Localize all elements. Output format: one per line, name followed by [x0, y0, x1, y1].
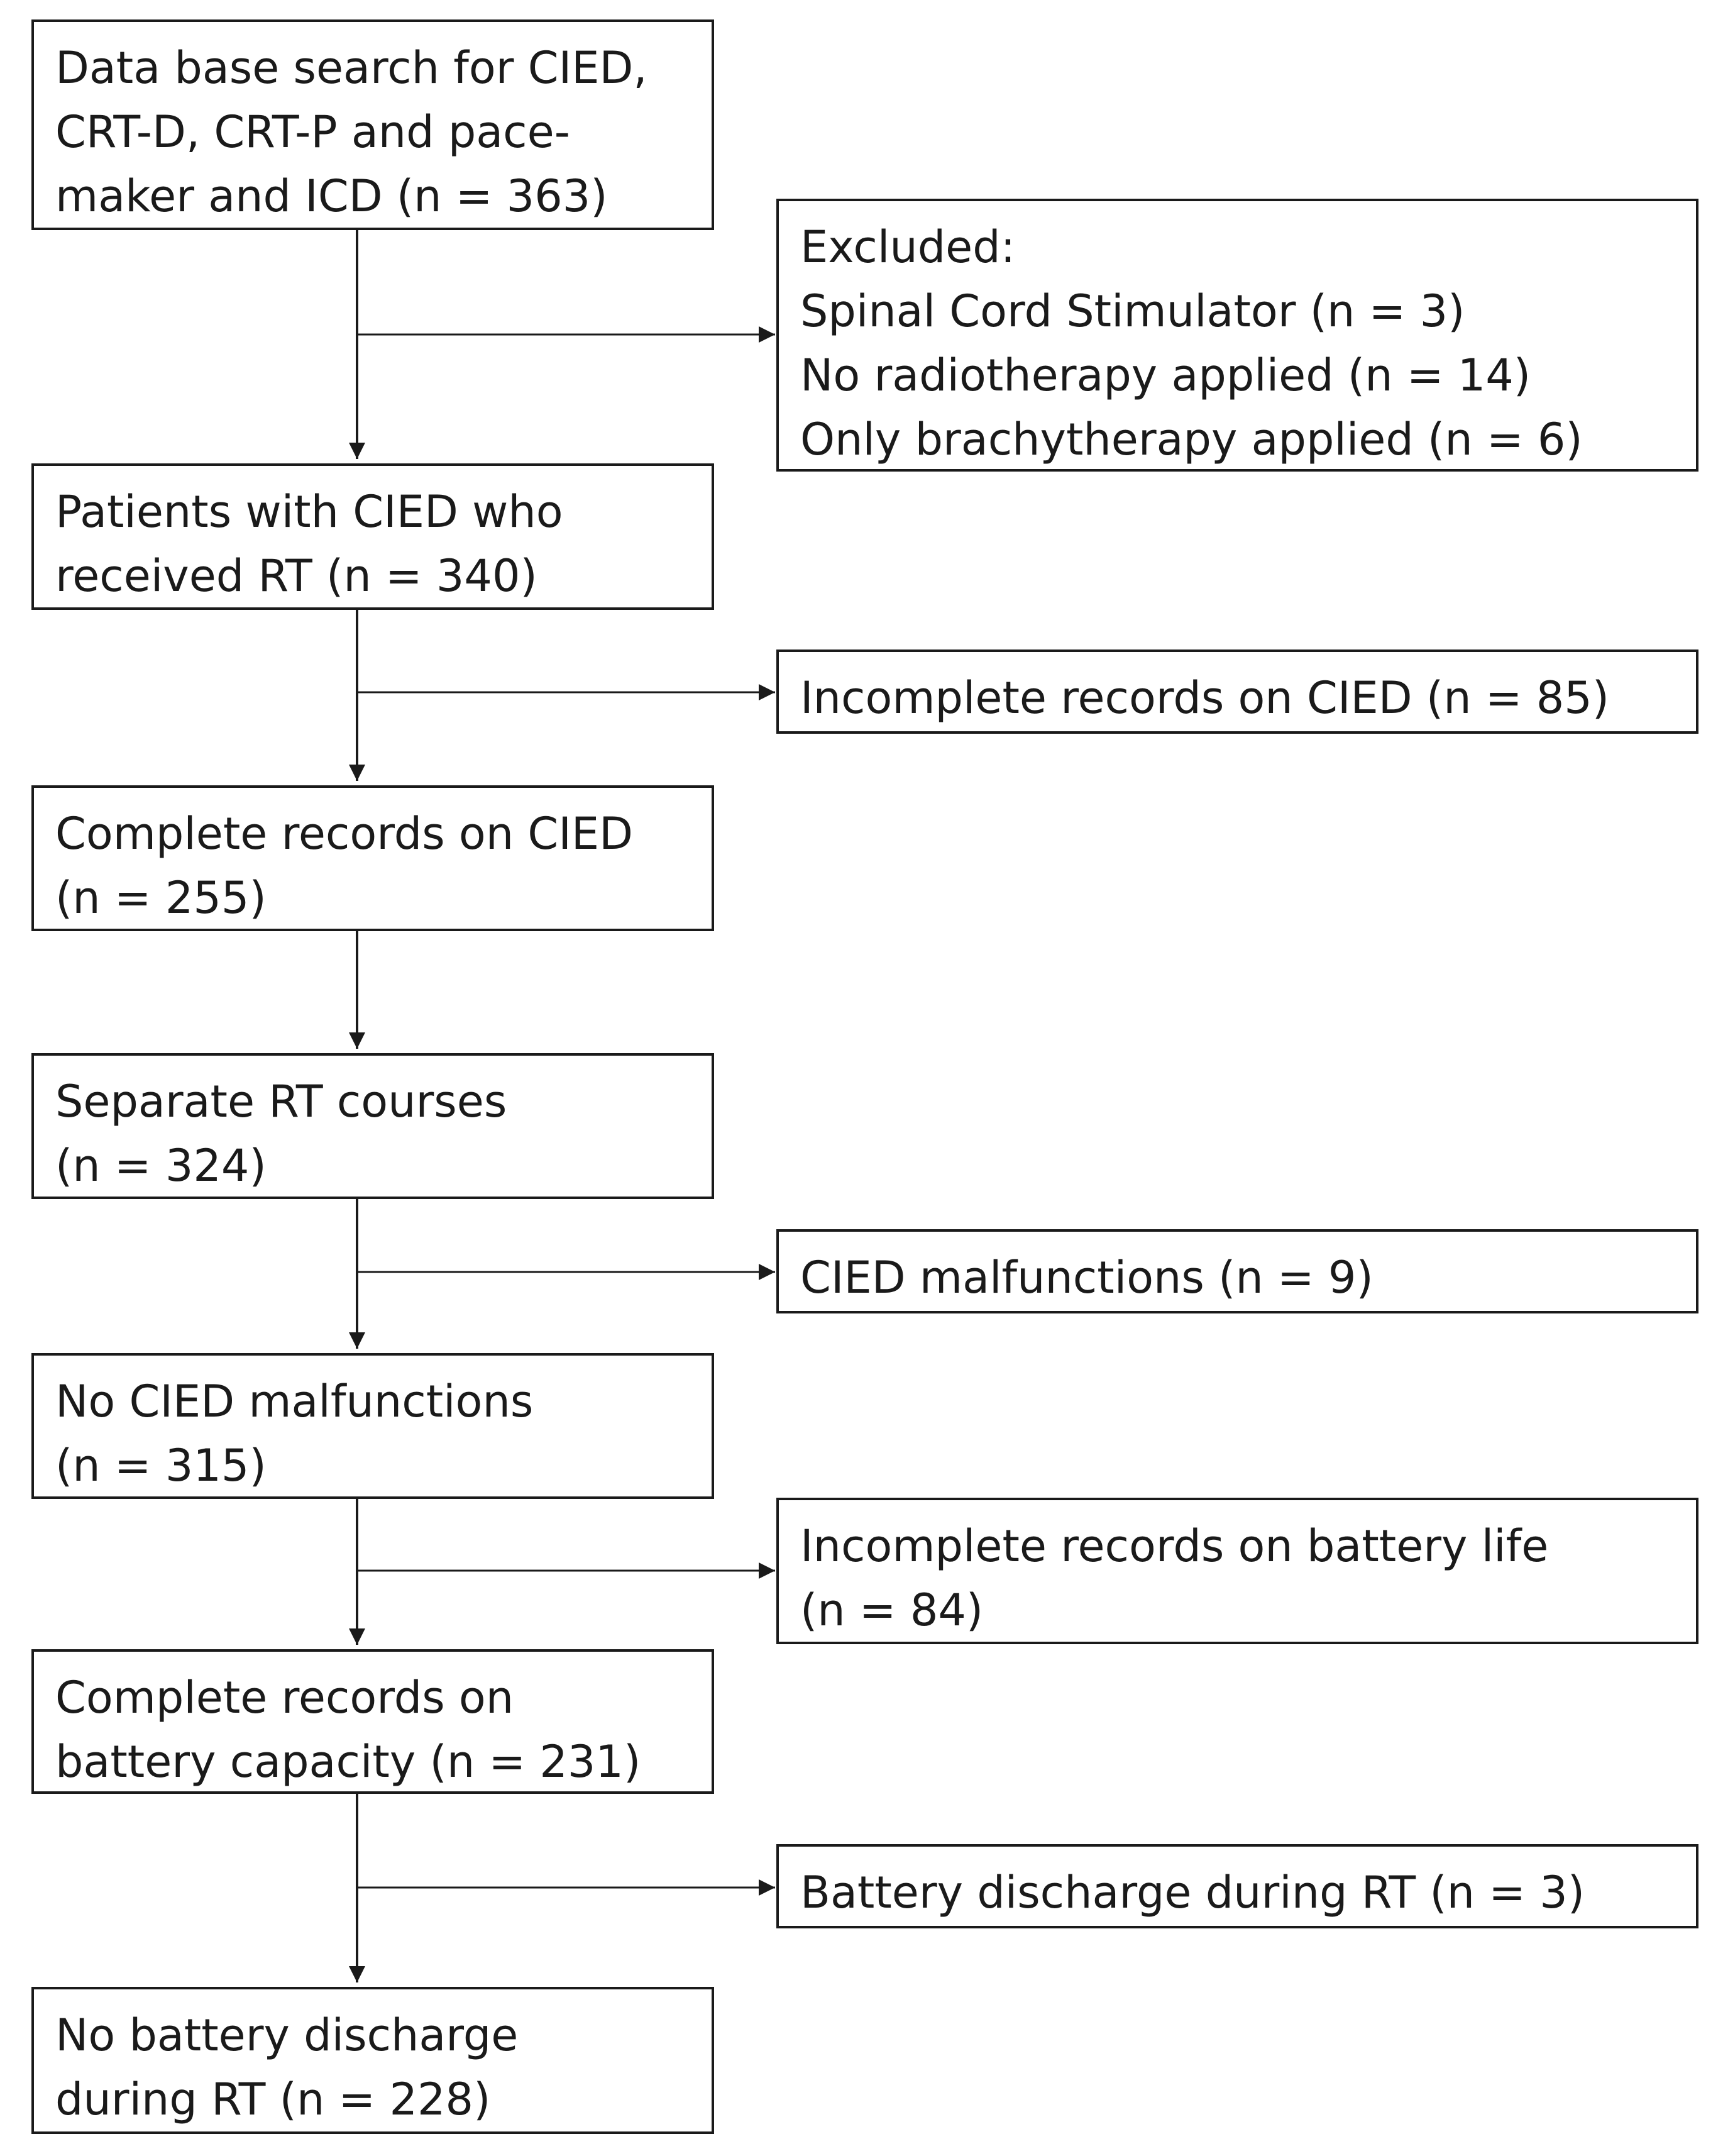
box-line: Separate RT courses [55, 1076, 507, 1127]
box-line: CIED malfunctions (n = 9) [800, 1252, 1373, 1303]
flow-box-separate-rt-courses: Separate RT courses (n = 324) [31, 1053, 714, 1199]
box-line: Spinal Cord Stimulator (n = 3) [800, 285, 1465, 337]
flow-box-no-cied-malfunctions: No CIED malfunctions (n = 315) [31, 1353, 714, 1499]
box-line: Only brachytherapy applied (n = 6) [800, 414, 1583, 465]
box-line: Incomplete records on CIED (n = 85) [800, 672, 1610, 724]
flow-box-complete-records-cied: Complete records on CIED (n = 255) [31, 785, 714, 931]
side-box-excluded: Excluded: Spinal Cord Stimulator (n = 3)… [776, 199, 1698, 472]
flow-box-no-battery-discharge: No battery discharge during RT (n = 228) [31, 1987, 714, 2134]
box-line: CRT-D, CRT-P and pace- [55, 106, 570, 158]
box-line: No battery discharge [55, 2010, 519, 2061]
side-box-incomplete-records-cied: Incomplete records on CIED (n = 85) [776, 650, 1698, 734]
box-line: No radiotherapy applied (n = 14) [800, 350, 1531, 401]
box-line: (n = 315) [55, 1440, 267, 1491]
flow-box-database-search: Data base search for CIED, CRT-D, CRT-P … [31, 19, 714, 230]
flow-box-patients-received-rt: Patients with CIED who received RT (n = … [31, 463, 714, 610]
box-line: Battery discharge during RT (n = 3) [800, 1867, 1585, 1918]
box-line: during RT (n = 228) [55, 2074, 491, 2125]
box-line: battery capacity (n = 231) [55, 1736, 641, 1788]
box-line: (n = 84) [800, 1584, 984, 1636]
box-line: No CIED malfunctions [55, 1376, 534, 1427]
box-line: maker and ICD (n = 363) [55, 170, 608, 222]
box-line: Complete records on [55, 1672, 514, 1723]
box-line: Complete records on CIED [55, 808, 634, 860]
box-line: Patients with CIED who [55, 486, 563, 538]
box-line: (n = 324) [55, 1140, 267, 1191]
flow-box-complete-records-battery: Complete records on battery capacity (n … [31, 1649, 714, 1794]
side-box-battery-discharge: Battery discharge during RT (n = 3) [776, 1844, 1698, 1928]
box-line: received RT (n = 340) [55, 550, 537, 602]
box-line: (n = 255) [55, 872, 267, 924]
box-line: Incomplete records on battery life [800, 1520, 1549, 1572]
side-box-incomplete-records-battery: Incomplete records on battery life (n = … [776, 1498, 1698, 1644]
side-box-cied-malfunctions: CIED malfunctions (n = 9) [776, 1229, 1698, 1313]
box-line: Data base search for CIED, [55, 42, 647, 94]
box-line: Excluded: [800, 221, 1016, 273]
